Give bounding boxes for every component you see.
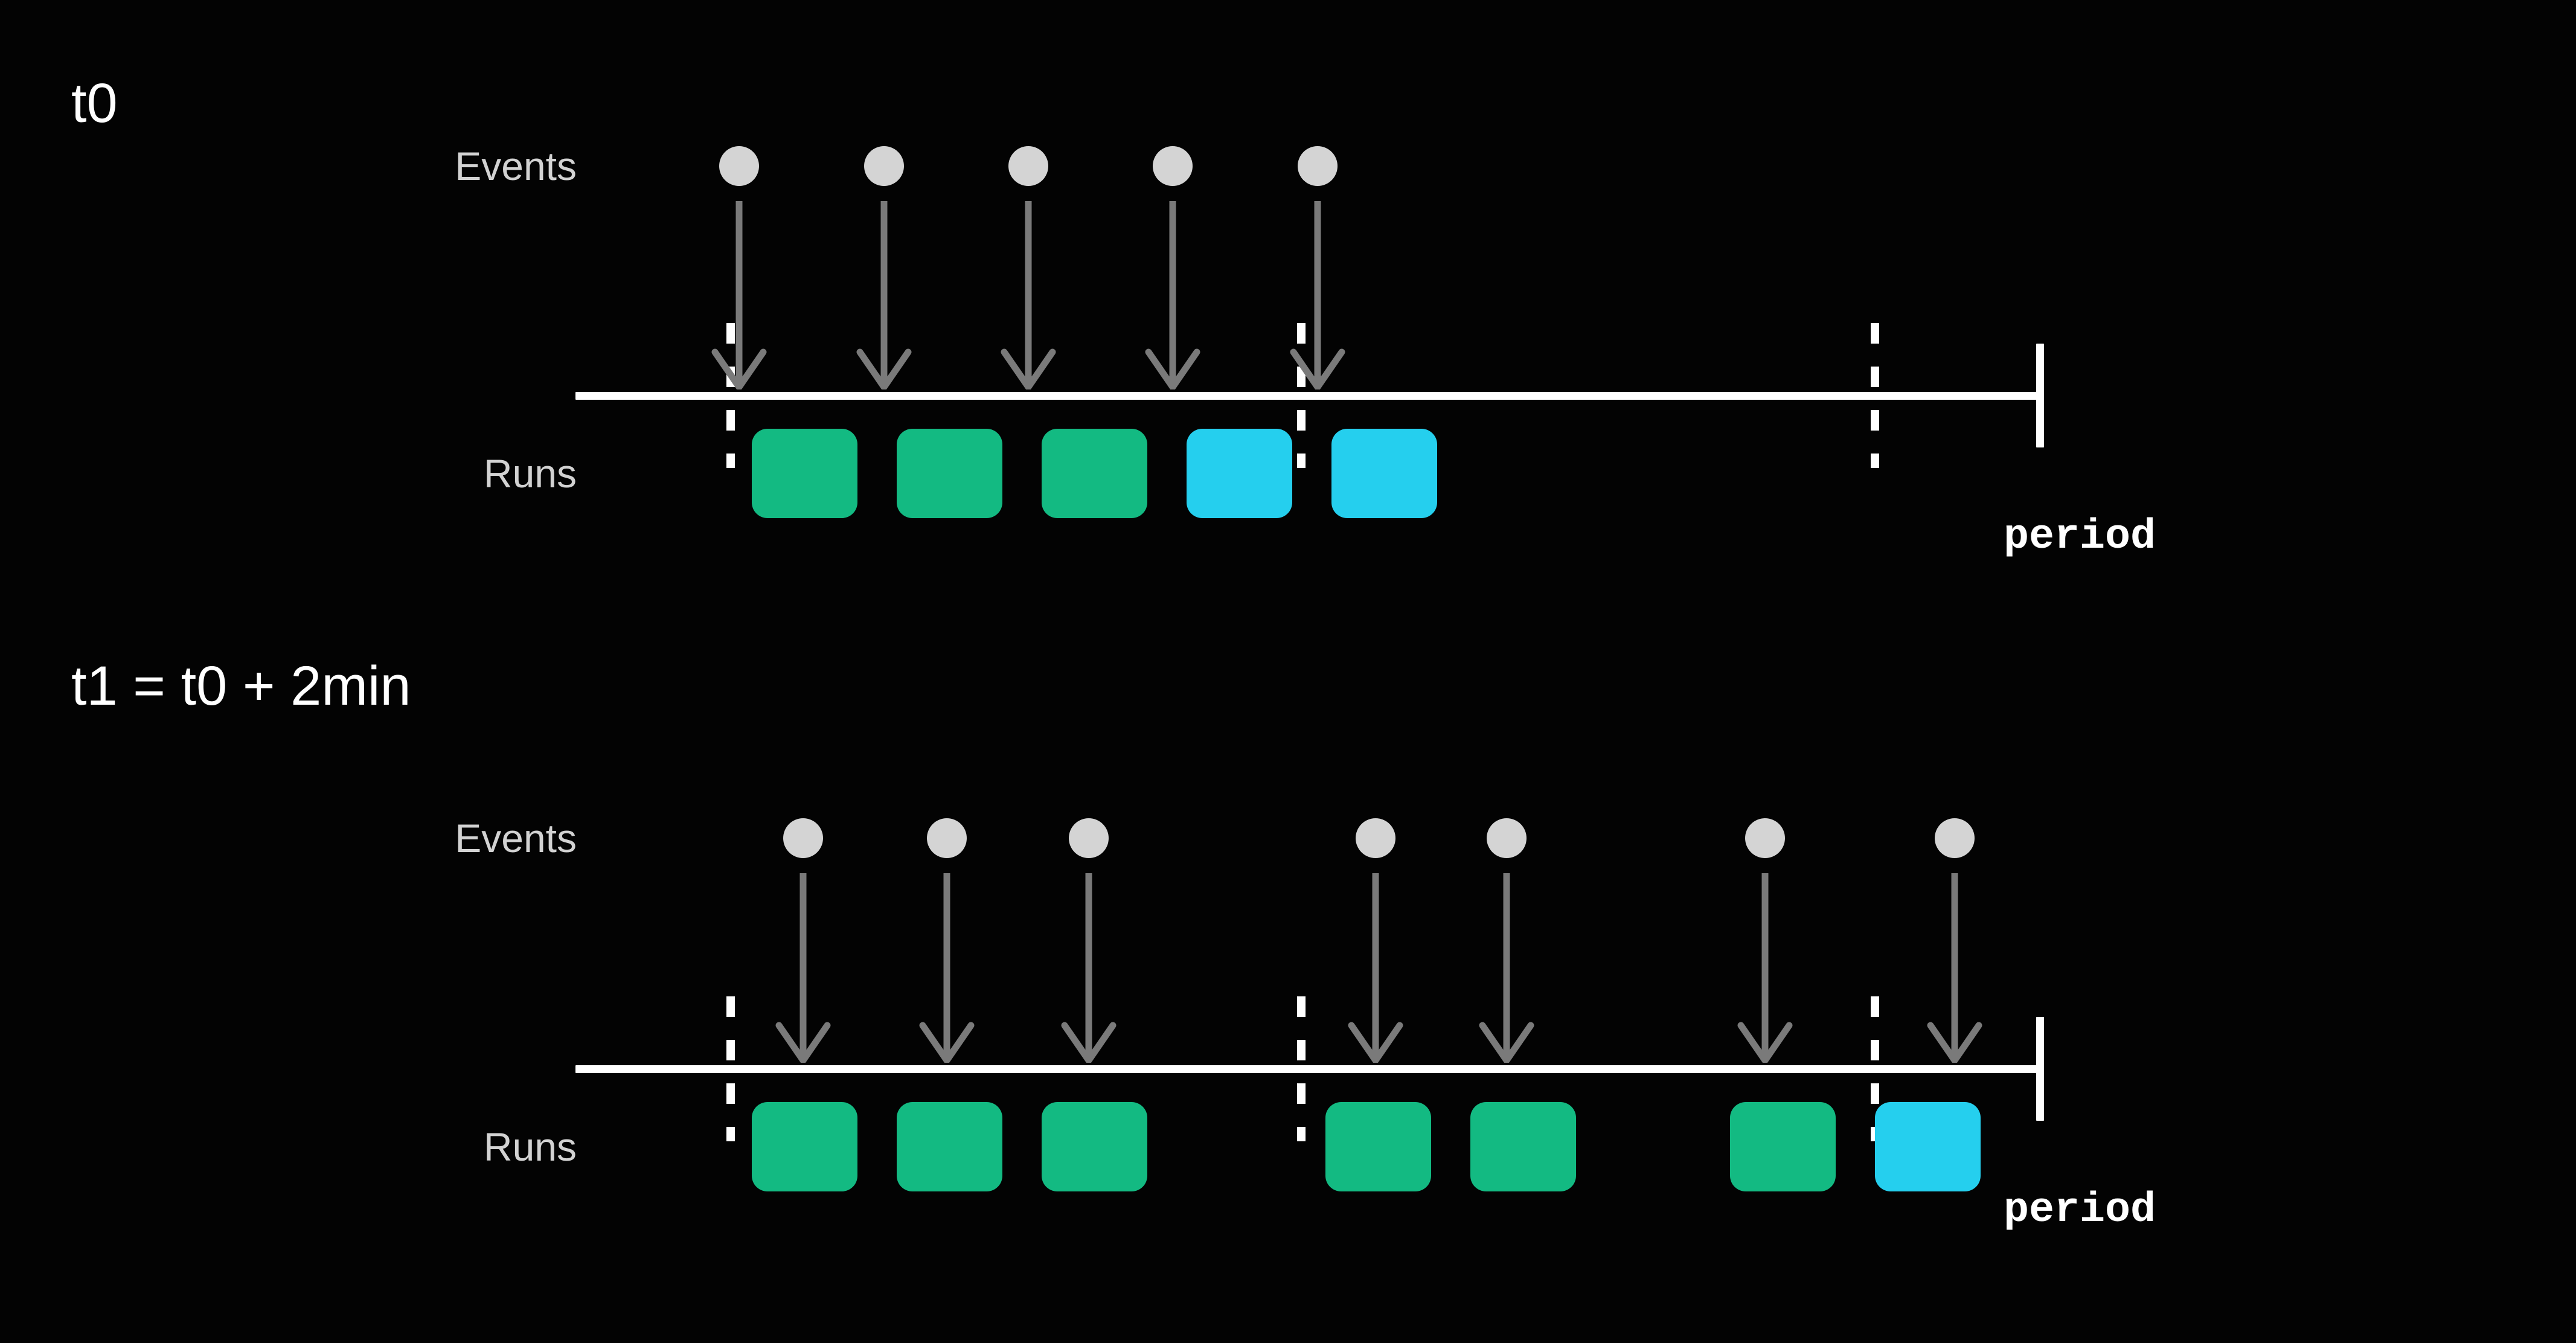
event-to-run-arrow [1479,873,1534,1063]
event-to-run-arrow [775,873,831,1063]
run-block [897,429,1002,518]
event-dot [719,146,759,186]
run-block [1875,1102,1981,1191]
event-to-run-arrow [1737,873,1793,1063]
run-block [1042,1102,1147,1191]
run-block [1325,1102,1431,1191]
phase-label: t1 = t0 + 2min [71,655,411,717]
period-boundary-marker [1297,996,1306,1141]
run-block [1470,1102,1576,1191]
event-dot [783,818,823,858]
event-dot [1298,146,1338,186]
period-end-tick [2036,344,2044,447]
event-to-run-arrow [919,873,975,1063]
event-dot [1935,818,1975,858]
event-dot [1069,818,1109,858]
event-to-run-arrow [856,201,912,389]
event-dot [927,818,967,858]
event-to-run-arrow [1145,201,1200,389]
event-to-run-arrow [1927,873,1982,1063]
period-boundary-marker [726,323,735,468]
run-block [1187,429,1292,518]
run-block [1042,429,1147,518]
run-block [752,1102,857,1191]
events-row-label: Events [455,144,577,188]
period-label: period [2004,513,2156,561]
period-end-tick [2036,1017,2044,1121]
run-block [1730,1102,1836,1191]
event-to-run-arrow [711,201,767,389]
run-block [897,1102,1002,1191]
event-dot [1745,818,1785,858]
run-block [752,429,857,518]
runs-row-label: Runs [483,1124,577,1169]
period-boundary-marker [1871,323,1879,468]
event-dot [1008,146,1048,186]
timeline-axis [575,1065,2040,1073]
event-dot [864,146,904,186]
period-boundary-marker [726,996,735,1141]
event-dot [1487,818,1527,858]
period-label: period [2004,1187,2156,1234]
runs-row-label: Runs [483,451,577,496]
event-dot [1356,818,1395,858]
timeline-axis [575,392,2040,400]
event-to-run-arrow [1001,201,1056,389]
period-boundary-marker [1871,996,1879,1141]
run-block [1331,429,1437,518]
event-dot [1153,146,1193,186]
phase-label: t0 [71,72,118,134]
event-to-run-arrow [1348,873,1403,1063]
events-row-label: Events [455,816,577,861]
event-to-run-arrow [1061,873,1117,1063]
event-to-run-arrow [1290,201,1345,389]
